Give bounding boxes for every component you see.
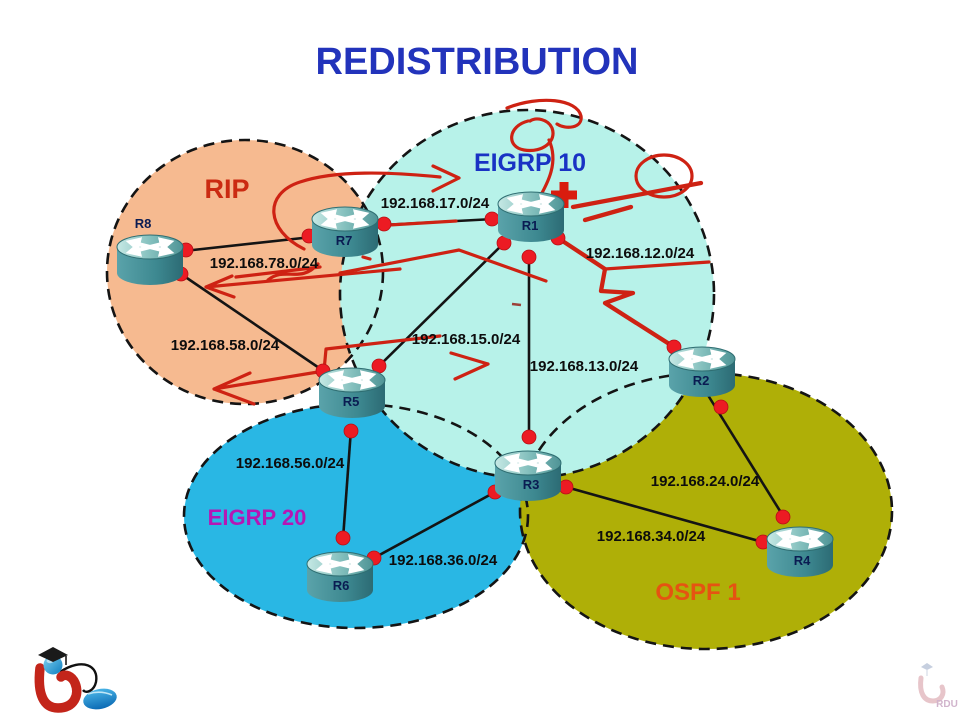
zone-label-rip: RIP	[204, 174, 249, 204]
annotation-curved-arrow-into-eigrp10	[272, 171, 442, 251]
annotation-dash-r7	[361, 255, 372, 261]
watermark-cap-icon	[921, 663, 933, 670]
zone-label-eigrp20: EIGRP 20	[208, 505, 307, 530]
annotation-circle-on-boundary	[634, 153, 694, 199]
router-r8	[117, 235, 183, 285]
logo-mouse-icon	[83, 688, 117, 710]
network-label-12: 192.168.12.0/24	[586, 245, 695, 262]
router-r1	[498, 192, 564, 242]
zone-eigrp10	[340, 110, 714, 478]
router-label-r1: R1	[522, 218, 539, 233]
link-r1-r2-red-zigzag	[555, 235, 677, 350]
zone-eigrp20	[184, 404, 528, 628]
annotation-line-12-network	[603, 260, 711, 271]
router-label-r6: R6	[333, 578, 350, 593]
annotation-slash-long	[570, 180, 704, 210]
network-label-34: 192.168.34.0/24	[597, 528, 706, 545]
router-label-r5: R5	[343, 394, 360, 409]
annotation-elbow-left-arrow-r5	[212, 334, 442, 406]
logo-mouse-cable	[59, 663, 98, 693]
watermark-text: RDU	[936, 699, 958, 710]
annotation-slash-short	[582, 204, 634, 223]
network-label-17: 192.168.17.0/24	[381, 195, 490, 212]
router-label-r8: R8	[135, 216, 152, 231]
network-label-36: 192.168.36.0/24	[389, 552, 498, 569]
zone-ospf1-border	[518, 371, 894, 651]
link-r6-r3	[371, 489, 498, 561]
link-r3-r4	[565, 485, 767, 545]
network-label-15: 192.168.15.0/24	[412, 331, 521, 348]
link-r5-r6	[341, 428, 353, 540]
zone-rip	[107, 140, 383, 404]
link-r5-r1	[377, 241, 506, 368]
annotation-loop-top	[505, 98, 583, 129]
router-r3	[495, 451, 561, 501]
logo-graduation-cap-icon	[38, 647, 68, 662]
watermark-u	[918, 675, 946, 704]
router-label-r4: R4	[794, 553, 811, 568]
router-label-r3: R3	[523, 477, 540, 492]
annotation-loop-scribble	[510, 117, 555, 153]
zone-label-eigrp10: EIGRP 10	[474, 149, 586, 177]
router-r2	[669, 347, 735, 397]
network-label-78: 192.168.78.0/24	[210, 255, 319, 272]
watermark-logo: RDU	[918, 663, 958, 710]
router-r4	[767, 527, 833, 577]
router-r7	[312, 207, 378, 257]
annotation-scribble-78	[234, 262, 322, 282]
zone-label-ospf1: OSPF 1	[655, 579, 740, 606]
logo-red-u	[34, 663, 82, 713]
router-label-r7: R7	[336, 233, 353, 248]
page-title: REDISTRIBUTION	[316, 41, 639, 83]
annotation-left-arrow-to-rip	[204, 267, 402, 299]
router-label-r2: R2	[693, 373, 710, 388]
annotation-right-arrow-15	[449, 351, 490, 381]
network-label-56: 192.168.56.0/24	[236, 455, 345, 472]
logo-mouse-sheen	[87, 691, 113, 696]
annotation-bent-line	[338, 248, 548, 283]
annotation-dash-mid	[511, 302, 522, 307]
annotation-arrowhead-right	[431, 164, 461, 193]
link-r8-r5	[180, 272, 329, 376]
network-label-58: 192.168.58.0/24	[171, 337, 280, 354]
network-label-24: 192.168.24.0/24	[651, 473, 760, 490]
uita-logo	[34, 647, 117, 713]
router-r6	[307, 552, 373, 602]
network-label-13: 192.168.13.0/24	[530, 358, 639, 375]
router-r5	[319, 368, 385, 418]
